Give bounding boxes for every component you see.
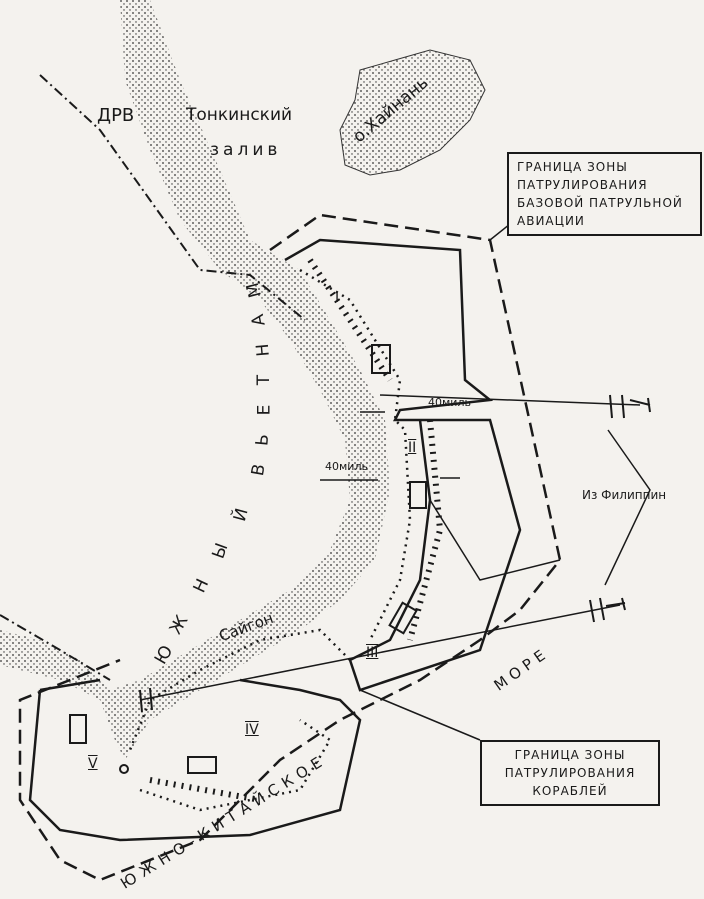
coastline: [0, 0, 390, 760]
letter: Т: [254, 374, 275, 386]
zone-hatching: [149, 258, 444, 803]
letter: М: [242, 280, 266, 300]
label-drv: ДРВ: [97, 105, 135, 126]
ship-icon: [69, 714, 87, 744]
label-gulf: Тонкинский: [186, 105, 293, 125]
saigon-marker: [119, 764, 129, 774]
ship-patrol-boundary: [284, 238, 522, 692]
ship-icon: [409, 481, 427, 509]
aircraft-route: [139, 394, 651, 701]
distance-arrow: [320, 411, 460, 481]
label-distance-1: 40миль: [428, 396, 471, 409]
south-border: [0, 614, 111, 681]
label-distance-2: 40миль: [325, 460, 368, 473]
letter: Ь: [252, 433, 274, 447]
ship-icon: [187, 756, 217, 774]
ship-track: [128, 268, 412, 812]
air-patrol-boundary: [18, 213, 562, 882]
ship-patrol-boundary-south: [28, 678, 362, 842]
zone-label-2: II: [408, 440, 417, 456]
label-gulf-2: залив: [210, 140, 282, 160]
letter: Ж: [165, 612, 193, 638]
letter: Й: [230, 506, 253, 524]
letter: Е: [254, 404, 275, 416]
letter: В: [247, 462, 270, 478]
border-line: [39, 74, 306, 321]
aircraft-icon: [139, 394, 651, 713]
letter: Н: [189, 575, 214, 597]
letter: Ы: [208, 540, 233, 562]
zone-label-3: III: [366, 645, 379, 661]
letter: А: [247, 312, 270, 328]
label-south-vietnam: Ю Ж Н Ы Й В Ь Е Т Н А М: [145, 270, 315, 690]
letter: Ю: [150, 642, 178, 668]
hainan-island: [339, 49, 486, 176]
zone-label-4: IV: [245, 722, 259, 738]
letter: Н: [252, 342, 274, 358]
label-from-philippines: Из Филиппин: [582, 488, 667, 502]
ship-icon: [371, 344, 391, 374]
ship-icon: [388, 601, 418, 635]
legend-ship-patrol: Граница зоны патрулирования кораблей: [480, 740, 660, 806]
zone-label-1: I: [335, 290, 340, 306]
legend-air-patrol: Граница зоны патрулирования базовой патр…: [507, 152, 702, 236]
zone-label-5: V: [88, 756, 98, 772]
